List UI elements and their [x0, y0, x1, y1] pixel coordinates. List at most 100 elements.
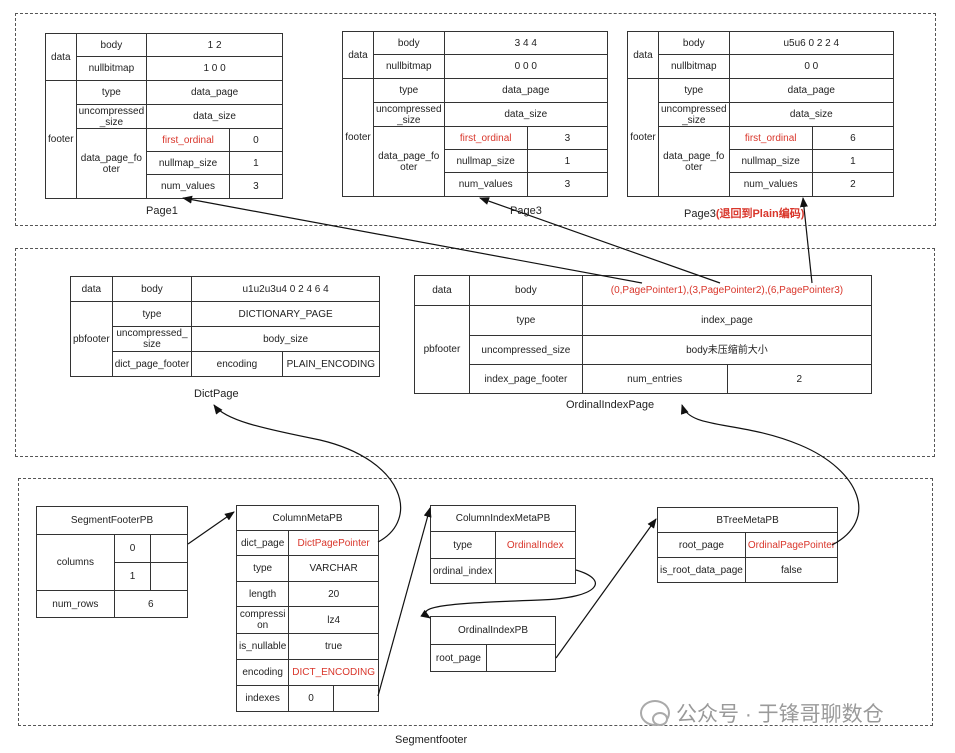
compression-label: compressi on: [235, 606, 290, 634]
segmentfooter-caption: Segmentfooter: [395, 734, 468, 746]
type-label: type: [657, 78, 730, 103]
length-label: length: [235, 581, 290, 607]
type-value: data_page: [146, 80, 283, 105]
body-value: (0,PagePointer1),(3,PagePointer2),(6,Pag…: [581, 275, 873, 306]
type-label: type: [111, 301, 193, 327]
uncompressed-value: body未压缩前大小: [581, 335, 873, 365]
nullbitmap-value: 0 0: [728, 54, 895, 79]
uncompressed-label: uncompressed _size: [657, 102, 730, 127]
footer-label: footer: [342, 78, 374, 197]
first-ordinal-value: 0: [228, 128, 284, 152]
uncompressed-label: uncompressed _size: [75, 104, 148, 129]
uncompressed-label: uncompressed _size: [372, 102, 445, 127]
root-page-label: root_page: [657, 532, 746, 558]
ordinal-index-page-caption: OrdinalIndexPage: [566, 399, 655, 411]
ordinal-index-pb-table: OrdinalIndexPB root_page: [430, 616, 557, 672]
type-value: VARCHAR: [288, 555, 379, 582]
ordinal-index-ref: [494, 558, 576, 584]
body-label: body: [111, 276, 193, 302]
first-ordinal-label: first_ordinal: [728, 126, 813, 150]
nullmap-size-label: nullmap_size: [443, 149, 528, 173]
nullbitmap-value: 1 0 0: [146, 56, 283, 81]
footer-label: footer: [627, 78, 659, 197]
first-ordinal-label: first_ordinal: [443, 126, 528, 150]
root-page-pointer: OrdinalPagePointer: [744, 532, 839, 558]
type-value: DICTIONARY_PAGE: [191, 301, 380, 327]
root-page-label: root_page: [430, 644, 487, 672]
uncompressed-value: data_size: [728, 102, 895, 127]
num-values-label: num_values: [443, 172, 528, 197]
columns-label: columns: [36, 534, 115, 591]
type-label: type: [468, 305, 583, 336]
uncompressed-value: data_size: [146, 104, 283, 129]
length-value: 20: [288, 581, 379, 607]
body-value: u5u6 0 2 2 4: [728, 31, 895, 55]
column-1-ref: [150, 562, 188, 591]
body-value: 3 4 4: [443, 31, 609, 55]
num-values-label: num_values: [728, 172, 813, 197]
body-value: u1u2u3u4 0 2 4 6 4: [191, 276, 380, 302]
type-label: type: [430, 531, 496, 559]
nullmap-size-value: 1: [811, 149, 895, 173]
dict-page-pointer: DictPagePointer: [288, 530, 379, 556]
encoding-label: encoding: [191, 351, 283, 377]
type-label: type: [75, 80, 148, 105]
type-value: OrdinalIndex: [494, 531, 576, 559]
segment-footer-pb-title: SegmentFooterPB: [36, 506, 188, 535]
data-label: data: [342, 31, 374, 79]
type-value: data_page: [443, 78, 609, 103]
num-entries-label: num_entries: [581, 364, 728, 394]
pbfooter-label: pbfooter: [414, 305, 470, 394]
encoding-label: encoding: [235, 659, 290, 686]
nullbitmap-value: 0 0 0: [443, 54, 609, 79]
ordinal-index-label: ordinal_index: [430, 558, 496, 584]
num-entries-value: 2: [726, 364, 872, 394]
num-values-value: 2: [811, 172, 895, 197]
root-page-ref: [485, 644, 557, 672]
num-rows-label: num_rows: [36, 590, 115, 618]
first-ordinal-value: 6: [811, 126, 895, 150]
column-index-meta-pb-title: ColumnIndexMetaPB: [430, 505, 576, 532]
first-ordinal-label: first_ordinal: [146, 128, 230, 152]
nullbitmap-label: nullbitmap: [75, 56, 148, 81]
data-label: data: [627, 31, 659, 79]
column-0: 0: [113, 534, 152, 563]
index-page-footer-label: index_page_footer: [468, 364, 583, 394]
body-label: body: [372, 31, 445, 55]
nullmap-size-value: 1: [228, 151, 284, 175]
body-label: body: [468, 275, 583, 306]
uncompressed-label: uncompressed_size: [468, 335, 583, 365]
nullbitmap-label: nullbitmap: [372, 54, 445, 79]
uncompressed-label: uncompressed_ size: [111, 326, 193, 352]
watermark: 公众号 · 于锋哥聊数仓: [640, 698, 884, 728]
segment-footer-group: [18, 478, 933, 726]
uncompressed-value: data_size: [443, 102, 609, 127]
data-page-footer-label: data_page_fo oter: [657, 126, 730, 197]
data-page-footer-label: data_page_fo oter: [372, 126, 445, 197]
dict-page-caption: DictPage: [194, 388, 239, 400]
ordinal-index-pb-title: OrdinalIndexPB: [430, 616, 556, 645]
nullbitmap-label: nullbitmap: [657, 54, 730, 79]
page3-caption: Page3(退回到Plain编码): [684, 205, 804, 221]
num-values-value: 3: [526, 172, 609, 197]
column-meta-pb-title: ColumnMetaPB: [236, 505, 379, 531]
type-value: data_page: [728, 78, 895, 103]
num-rows-value: 6: [113, 590, 189, 618]
watermark-text: 公众号 · 于锋哥聊数仓: [676, 703, 884, 726]
dict-page-label: dict_page: [235, 530, 290, 556]
num-values-value: 3: [228, 174, 284, 199]
body-value: 1 2: [146, 33, 283, 57]
page1-caption: Page1: [146, 205, 178, 217]
column-1: 1: [113, 562, 152, 591]
is-root-data-page-label: is_root_data_page: [657, 557, 746, 583]
uncompressed-value: body_size: [191, 326, 380, 352]
type-label: type: [235, 555, 290, 582]
btree-meta-pb-title: BTreeMetaPB: [656, 507, 839, 533]
